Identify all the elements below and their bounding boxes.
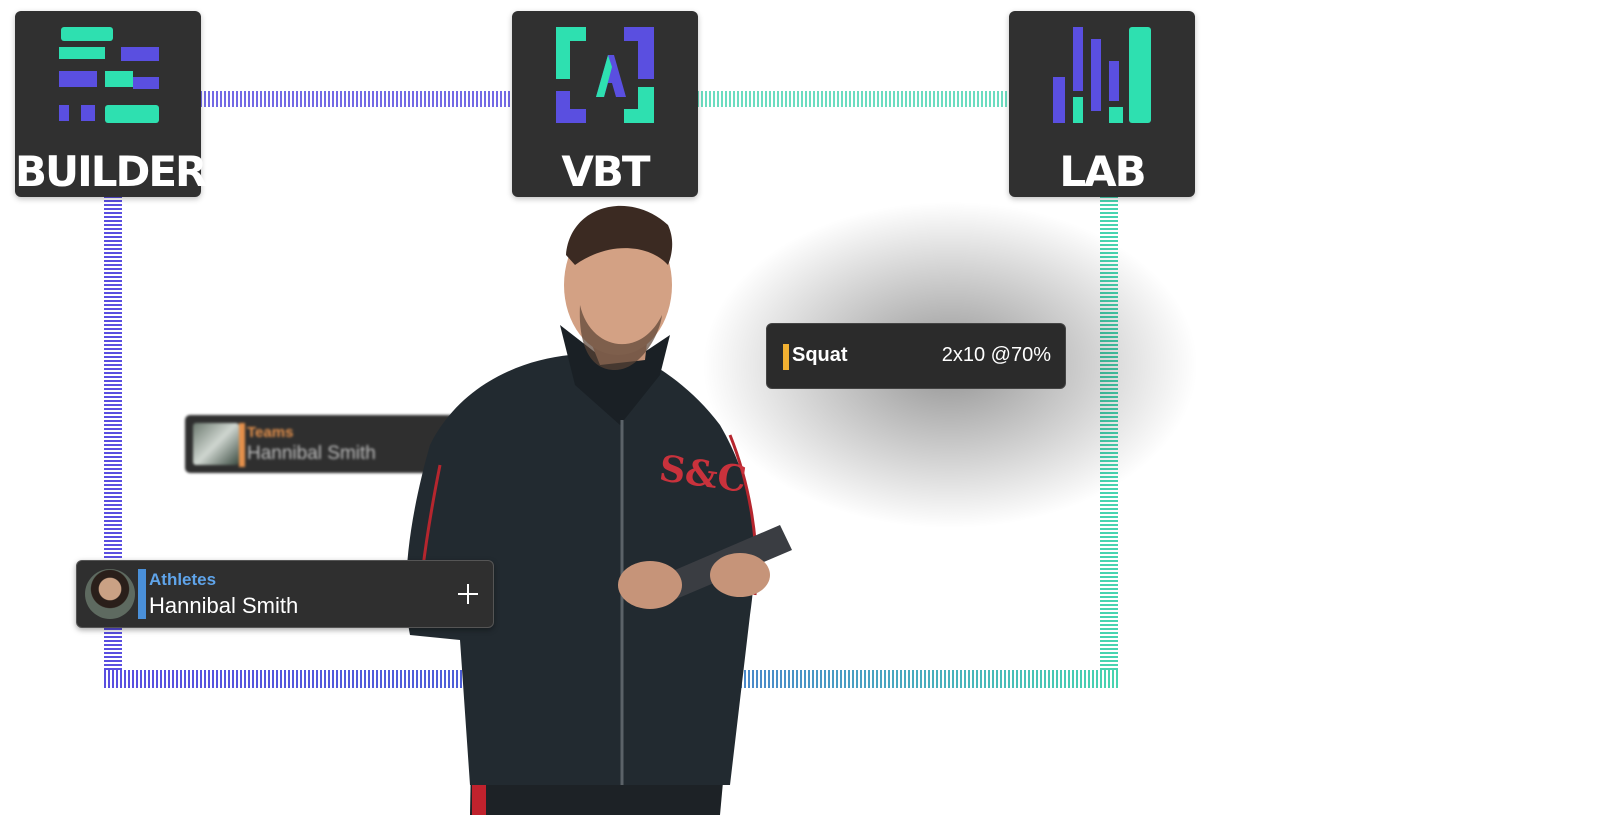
connector-builder-vbt [200,91,512,107]
teams-member-name: Hannibal Smith [247,443,376,464]
vbt-app-tile[interactable]: VBT [512,11,698,197]
teams-accent-bar [239,423,245,467]
teams-category: Teams [247,424,294,441]
builder-logo-icon [59,27,159,123]
vbt-logo-icon [556,27,654,123]
teams-card: Teams Hannibal Smith [185,415,475,473]
connector-right [1100,196,1118,688]
exercise-name: Squat [792,344,848,366]
exercise-scheme: 2x10 @70% [941,344,1051,366]
athlete-card[interactable]: Athletes Hannibal Smith [76,560,494,628]
lab-label: LAB [1059,147,1146,196]
vbt-label: VBT [561,147,650,196]
athletes-accent-bar [138,569,146,619]
builder-label: BUILDER [15,147,207,196]
builder-app-tile[interactable]: BUILDER [15,11,207,197]
exercise-accent-bar [783,344,789,370]
athletes-category: Athletes [149,570,217,589]
team-thumbnail [193,423,239,465]
coach-photo: S&C [406,205,792,815]
exercise-card[interactable]: Squat 2x10 @70% [766,323,1066,389]
lab-app-tile[interactable]: LAB [1009,11,1195,197]
athlete-name: Hannibal Smith [149,593,299,618]
connector-vbt-lab [697,91,1009,107]
lab-logo-icon [1053,27,1151,123]
plus-icon[interactable] [455,581,481,607]
avatar [85,569,135,619]
